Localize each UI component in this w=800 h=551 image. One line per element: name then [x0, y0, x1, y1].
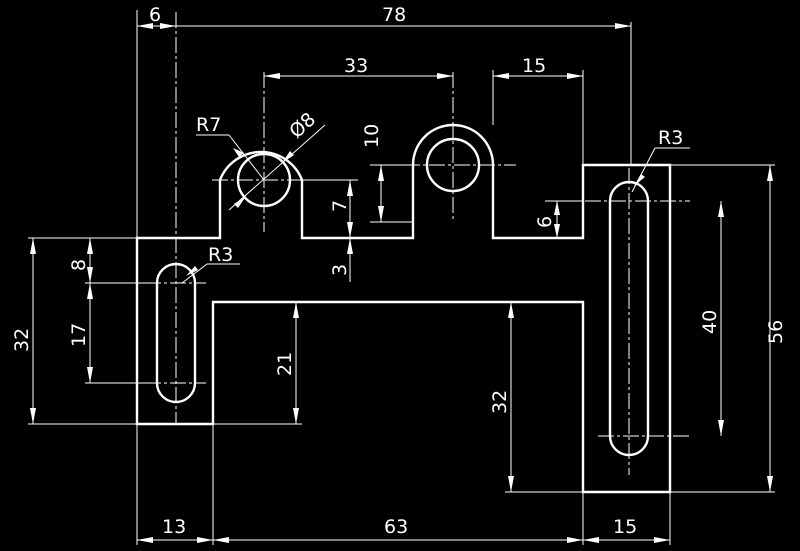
leaders	[181, 124, 690, 284]
dim-right-slot-length: 40	[699, 310, 721, 334]
dim-left-slot-length: 17	[68, 323, 90, 347]
dim-top-offset: 6	[149, 4, 161, 26]
dim-right-offset: 15	[522, 55, 546, 77]
dim-radius-slot-right: R3	[658, 127, 683, 149]
dim-right-step: 6	[534, 216, 556, 228]
dim-bottom-right: 15	[613, 516, 637, 538]
extension-lines	[28, 10, 775, 545]
dim-inner-height-right: 32	[489, 390, 511, 414]
dim-inner-height-left: 21	[274, 352, 296, 376]
dim-radius-slot-left: R3	[208, 244, 233, 266]
dim-bottom-middle: 63	[384, 516, 408, 538]
dim-hole-spacing: 33	[344, 55, 368, 77]
dim-diameter-hole: Ø8	[285, 108, 320, 142]
dim-base-step: 3	[329, 264, 351, 276]
dim-bottom-left: 13	[162, 516, 186, 538]
dim-left-slot-top: 8	[68, 259, 90, 271]
dim-boss-height: 10	[361, 124, 383, 148]
dim-step-height: 7	[329, 200, 351, 212]
dim-radius-boss: R7	[196, 114, 221, 136]
dim-top-overall: 78	[382, 4, 406, 26]
dim-right-height: 56	[765, 320, 787, 344]
dimension-lines	[30, 23, 773, 543]
dim-left-height: 32	[11, 328, 33, 352]
